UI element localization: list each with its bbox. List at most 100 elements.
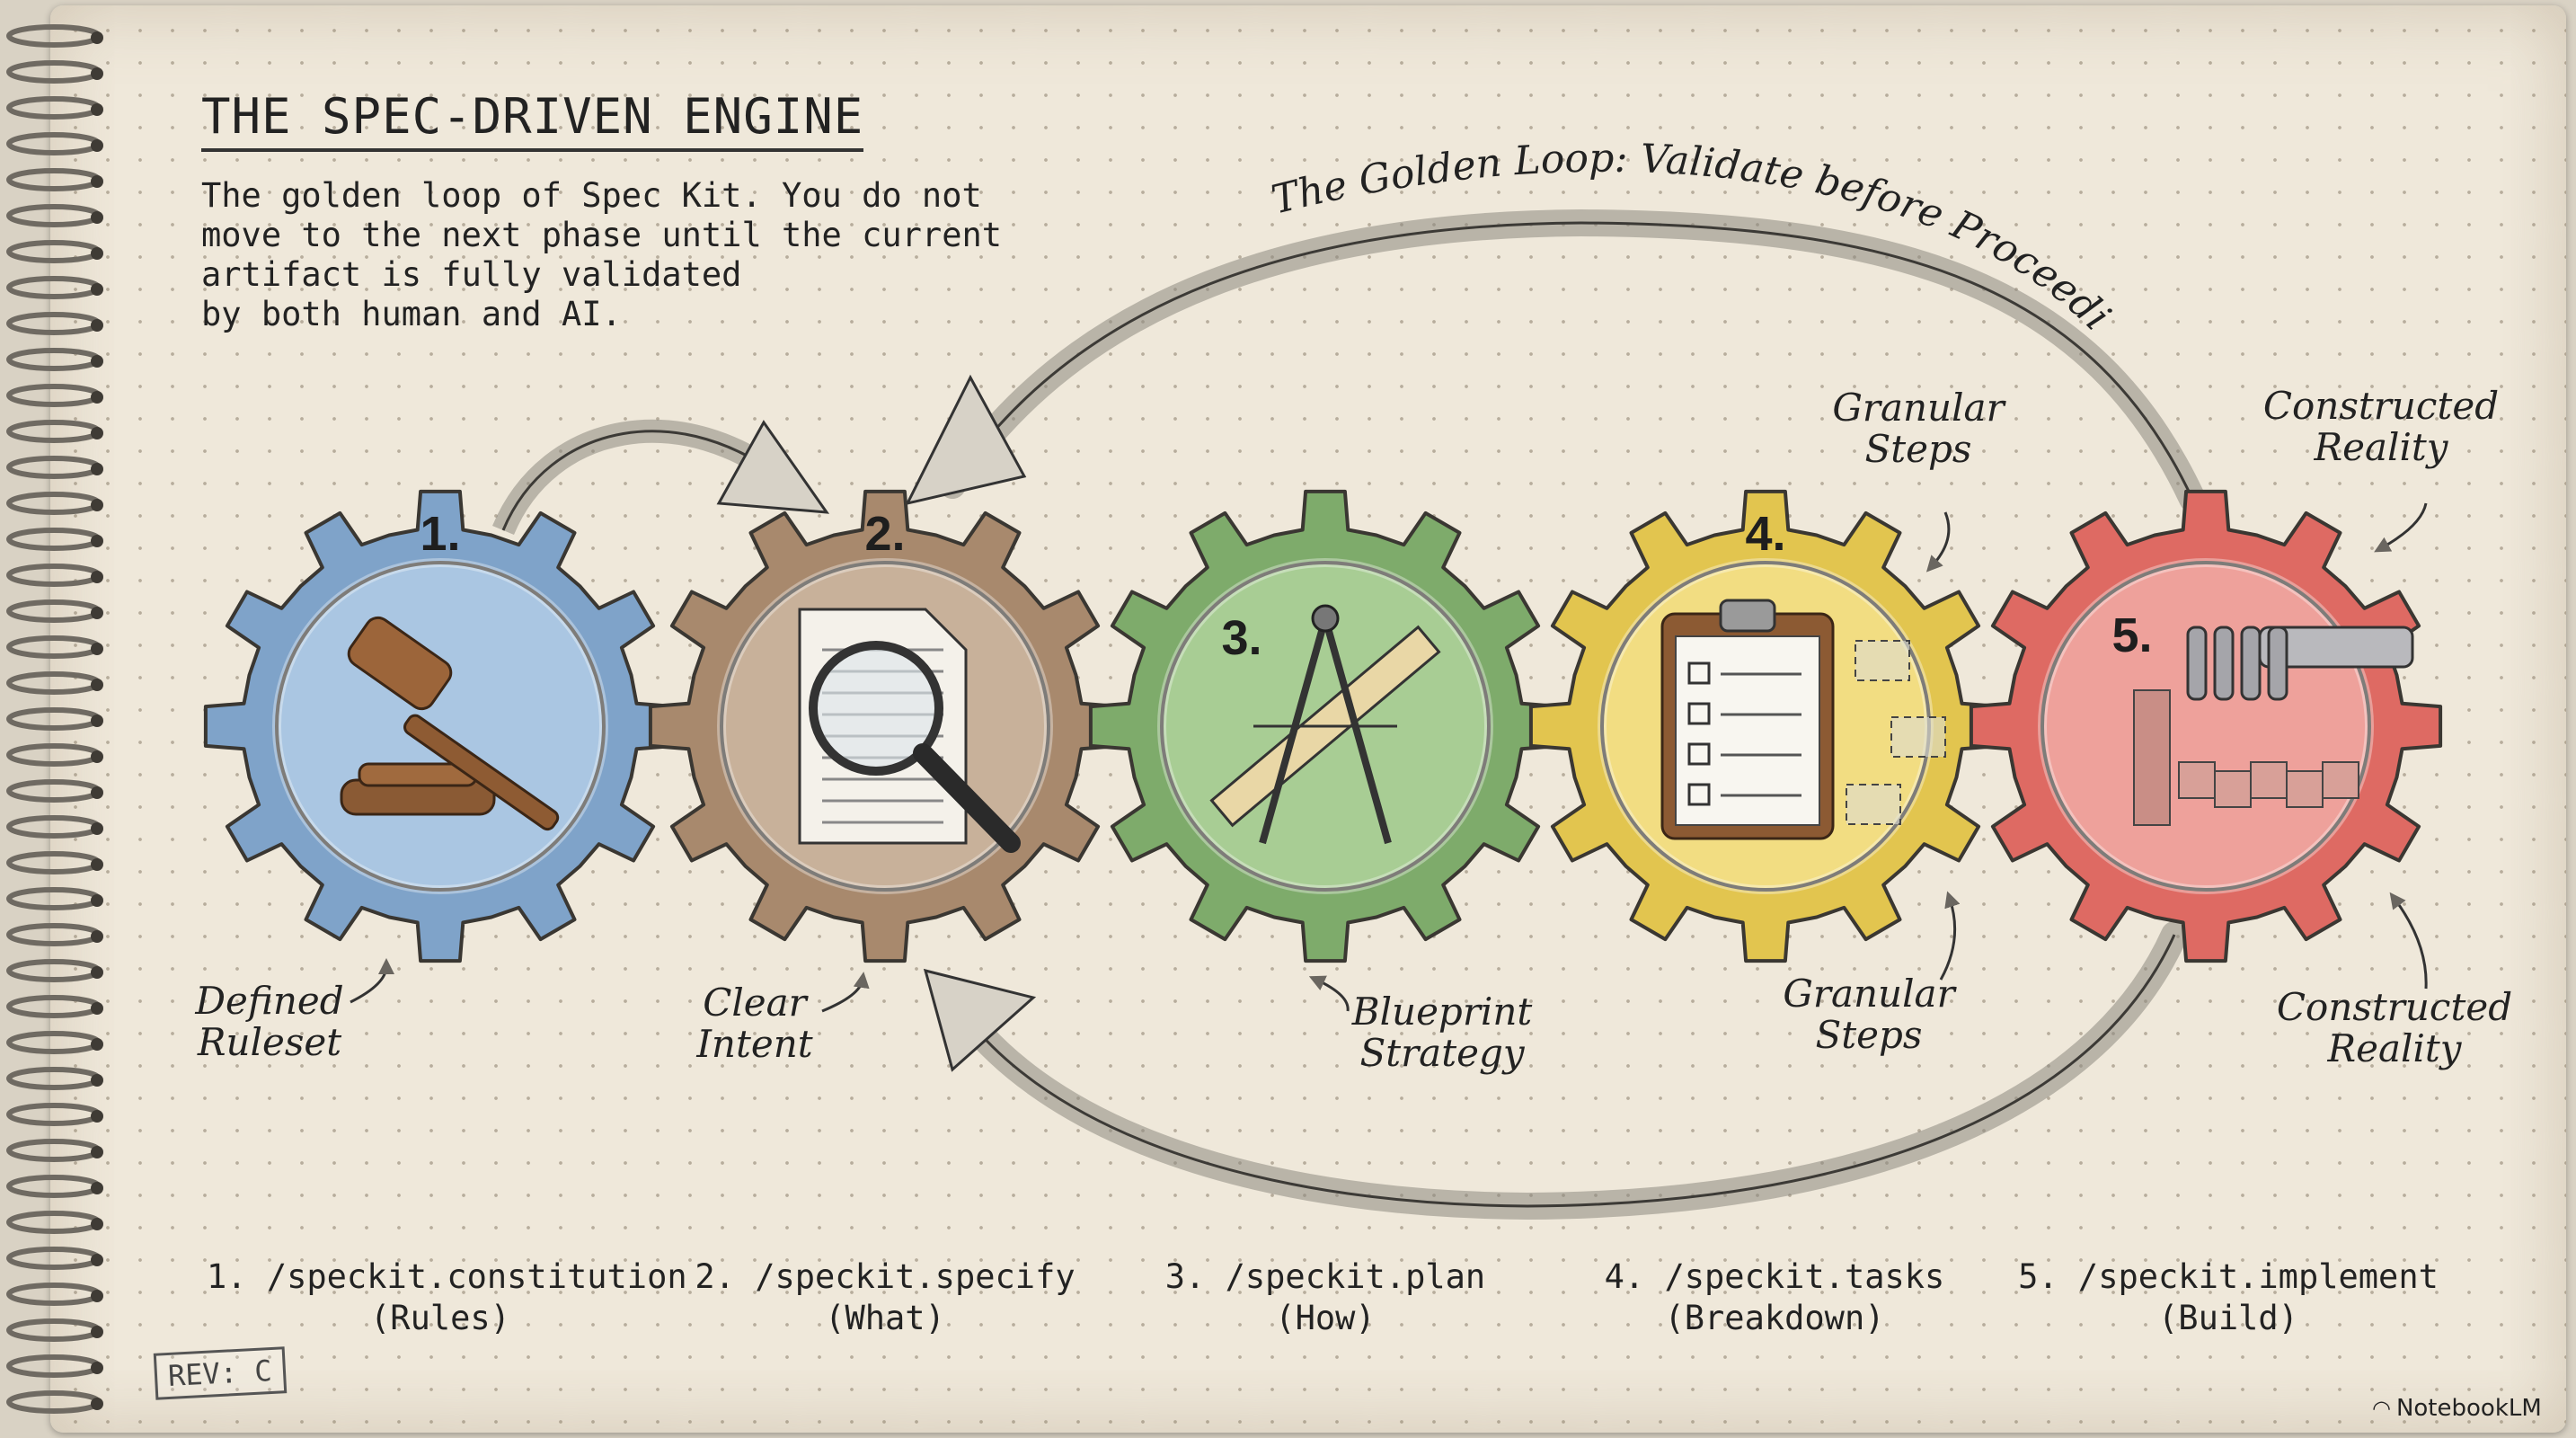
notebooklm-logo-icon: ◠ (2372, 1396, 2391, 1421)
command-4: 4. /speckit.tasks(Breakdown) (1541, 1256, 2008, 1339)
binding-hole (91, 247, 103, 260)
gear-hub-highlight (2038, 558, 2374, 894)
gear-number: 1. (420, 507, 460, 561)
brand-mark: ◠NotebookLM (2372, 1395, 2542, 1422)
binding-hole (91, 103, 103, 116)
loop-label: The Golden Loop: Validate before Proceed… (0, 0, 2120, 340)
description-line: by both human and AI. (201, 295, 622, 333)
bottom-return-arrow (923, 921, 2188, 1221)
description-line: move to the next phase until the current (201, 216, 1003, 254)
gear-5: 5. (1969, 489, 2443, 963)
gear-hub-highlight (272, 558, 608, 894)
compass-ruler-icon (1209, 604, 1441, 845)
binding-hole (91, 211, 103, 224)
binding-hole (91, 319, 103, 332)
brand-text: NotebookLM (2395, 1395, 2542, 1422)
binding-hole (91, 355, 103, 368)
binding-hole (91, 894, 103, 907)
gear-2: 2. (648, 489, 1122, 963)
pointer-arrow (350, 958, 394, 1004)
binding-hole (91, 571, 103, 583)
gear-number: 4. (1745, 507, 1785, 561)
binding-hole (91, 1182, 103, 1194)
pointer-arrow (1925, 511, 1951, 573)
binding-hole (91, 1002, 103, 1015)
binding-hole (91, 139, 103, 152)
magnifying-glass-document-icon (798, 608, 1021, 853)
command-1: 1. /speckit.constitution(Rules) (207, 1256, 687, 1339)
binding-hole (91, 858, 103, 871)
description: The golden loop of Spec Kit. You do not … (201, 176, 1064, 334)
binding-hole (91, 643, 103, 655)
binding-hole (91, 715, 103, 727)
binding-hole (91, 427, 103, 439)
binding-hole (91, 1146, 103, 1158)
description-line: The golden loop of Spec Kit. You do not (201, 176, 982, 215)
binding-hole (91, 1326, 103, 1338)
command-name: 3. /speckit.plan (1164, 1257, 1486, 1296)
gear-3: 3. (1088, 489, 1562, 963)
gear-hub-highlight (717, 558, 1053, 894)
binding-hole (91, 1074, 103, 1087)
command-5: 5. /speckit.implement(Build) (1995, 1256, 2462, 1339)
command-name: 1. /speckit.constitution (207, 1257, 687, 1296)
binding-hole (91, 1290, 103, 1302)
pointer-arrow (2374, 502, 2428, 553)
gear-row: 1. 2. 3. 4. 5. (203, 489, 2443, 963)
binding-hole (91, 499, 103, 511)
binding-hole (91, 1110, 103, 1123)
binding-hole (91, 607, 103, 619)
binding-hole (91, 1398, 103, 1410)
binding-hole (91, 750, 103, 763)
binding-hole (91, 31, 103, 44)
binding-hole (91, 1038, 103, 1051)
command-name: 5. /speckit.implement (2018, 1257, 2439, 1296)
binding-hole (91, 1254, 103, 1266)
binding-hole (91, 786, 103, 799)
gear1-to-gear2-arrow (492, 419, 830, 536)
binding-hole (91, 822, 103, 835)
gear-number: 2. (864, 507, 905, 561)
command-purpose: (Breakdown) (1664, 1299, 1885, 1337)
binding-hole (91, 67, 103, 80)
robot-hand-blocks-icon (2133, 626, 2414, 826)
binding-hole (91, 391, 103, 404)
gear-4: 4. (1528, 489, 2003, 963)
binding-hole (91, 966, 103, 979)
binding-hole (91, 1218, 103, 1230)
top-return-arrow (905, 209, 2206, 512)
revision-stamp: REV: C (153, 1346, 287, 1400)
command-name: 2. /speckit.specify (695, 1257, 1076, 1296)
command-purpose: (Rules) (370, 1299, 510, 1337)
binding-hole (91, 1362, 103, 1374)
description-line: artifact is fully validated (201, 255, 742, 294)
spiral-binding (6, 24, 103, 1414)
command-purpose: (Build) (2158, 1299, 2298, 1337)
binding-hole (91, 175, 103, 188)
pointer-arrow (2389, 892, 2428, 990)
gear-number: 3. (1221, 611, 1261, 665)
binding-hole (91, 283, 103, 296)
gavel-icon (340, 616, 560, 831)
pointer-arrow (1308, 975, 1350, 1012)
command-purpose: (How) (1275, 1299, 1376, 1337)
gear-number: 5. (2111, 608, 2152, 662)
pointer-arrow (821, 972, 870, 1013)
binding-hole (91, 535, 103, 547)
command-2: 2. /speckit.specify(What) (651, 1256, 1119, 1339)
command-3: 3. /speckit.plan(How) (1092, 1256, 1559, 1339)
binding-hole (91, 679, 103, 691)
pointer-arrow (1939, 891, 1961, 981)
gear-1: 1. (203, 489, 677, 963)
binding-hole (91, 930, 103, 943)
